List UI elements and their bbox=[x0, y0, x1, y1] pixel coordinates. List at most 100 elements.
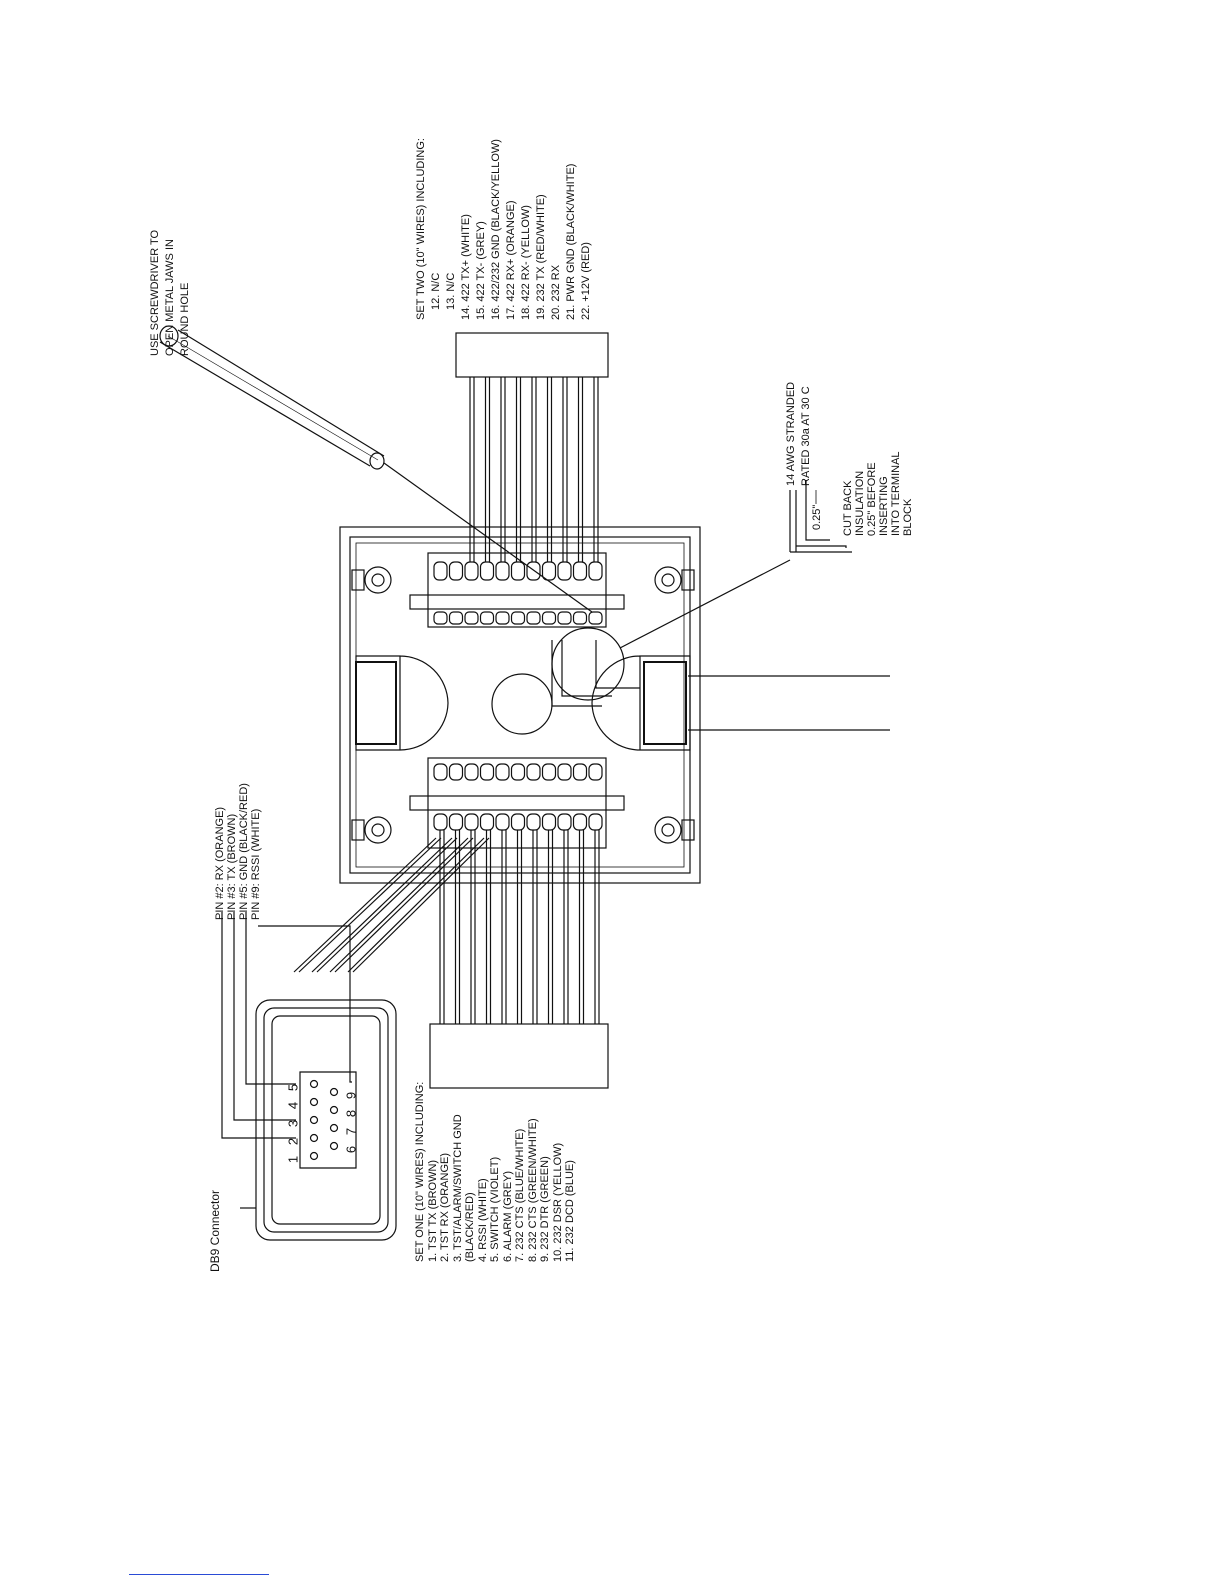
set-two-item: 21. PWR GND (BLACK/WHITE) bbox=[565, 163, 577, 320]
terminal-screw bbox=[495, 813, 510, 831]
set-one-item: 9. 232 DTR (GREEN) bbox=[539, 1156, 551, 1262]
cutback-note: CUT BACK INSULATION 0.25" BEFORE INSERTI… bbox=[842, 451, 914, 536]
screwdriver-note-line: OPEN METAL JAWS IN bbox=[164, 239, 176, 356]
set-one-item: 10. 232 DSR (YELLOW) bbox=[551, 1142, 564, 1262]
wire bbox=[298, 837, 442, 973]
terminal-screw bbox=[588, 813, 603, 831]
terminal-screw bbox=[495, 611, 510, 625]
pin-hole bbox=[329, 1105, 339, 1115]
set-one-item: 5. SWITCH (VIOLET) bbox=[489, 1156, 501, 1262]
left-knockout bbox=[355, 655, 449, 751]
pin-hole bbox=[309, 1151, 319, 1161]
pin-hole bbox=[329, 1087, 339, 1097]
terminal-screw bbox=[510, 561, 526, 581]
terminal-screw bbox=[433, 813, 448, 831]
set-two-item: 12. N/C bbox=[430, 272, 442, 310]
cutback-note-line: 0.25" BEFORE bbox=[866, 462, 878, 536]
terminal-screw bbox=[464, 611, 479, 625]
db9-pin-number: 1 bbox=[285, 1155, 301, 1164]
right-knockout bbox=[591, 655, 691, 751]
terminal-screw bbox=[557, 611, 572, 625]
cutback-note-line: BLOCK bbox=[902, 498, 914, 536]
terminal-screw bbox=[526, 813, 541, 831]
terminal-screw bbox=[495, 561, 510, 581]
terminal-screw bbox=[510, 763, 526, 781]
db9-shell bbox=[299, 1071, 357, 1169]
wire bbox=[293, 837, 437, 973]
db9-pin-number: 7 bbox=[343, 1127, 359, 1136]
db9-pin-label: PIN #3: TX (BROWN) bbox=[226, 813, 238, 920]
set-two-item: 15. 422 TX- (GREY) bbox=[475, 221, 487, 320]
wire bbox=[352, 837, 490, 973]
terminal-screw bbox=[479, 813, 495, 831]
screwdriver-note-line: ROUND HOLE bbox=[179, 282, 191, 356]
terminal-screw bbox=[479, 561, 495, 581]
set-one-item: 1. TST TX (BROWN) bbox=[426, 1159, 439, 1262]
dimension-value: 0.25" bbox=[811, 504, 823, 530]
top-terminal-block bbox=[409, 552, 625, 628]
terminal-screw bbox=[510, 611, 526, 625]
terminal-screw bbox=[588, 561, 603, 581]
terminal-screw bbox=[433, 763, 448, 781]
db9-pin-label: PIN #2: RX (ORANGE) bbox=[214, 806, 226, 920]
db9-title-text: DB9 Connector bbox=[208, 1189, 222, 1272]
set-two-list: SET TWO (10" WIRES) INCLUDING: 12. N/C 1… bbox=[414, 138, 594, 320]
terminal-screw bbox=[433, 561, 448, 581]
terminal-screw bbox=[557, 763, 572, 781]
db9-pin-list: PIN #2: RX (ORANGE) PIN #3: TX (BROWN) P… bbox=[214, 783, 262, 920]
set-two-wires bbox=[469, 377, 599, 562]
terminal-screw bbox=[448, 763, 464, 781]
cutback-note-line: INSERTING bbox=[878, 476, 890, 536]
db9-pin-number: 6 bbox=[343, 1145, 359, 1154]
set-two-item: 13. N/C bbox=[445, 272, 457, 310]
wire bbox=[329, 837, 469, 973]
terminal-screw bbox=[588, 763, 603, 781]
enclosure-inner bbox=[349, 536, 691, 874]
db9-pin-number: 5 bbox=[285, 1083, 301, 1092]
terminal-screw bbox=[557, 561, 572, 581]
terminal-screw bbox=[448, 561, 464, 581]
set-one-item: SET ONE (10" WIRES) INCLUDING: bbox=[414, 1081, 426, 1262]
screwdriver-icon bbox=[159, 325, 593, 613]
wire bbox=[334, 837, 474, 973]
set-one-item: 8. 232 CTS (GREEN/WHITE) bbox=[526, 1118, 539, 1262]
terminal-screw bbox=[448, 611, 464, 625]
terminal-screw bbox=[541, 561, 557, 581]
set-one-item: 4. RSSI (WHITE) bbox=[476, 1178, 489, 1262]
terminal-screw bbox=[572, 561, 588, 581]
db9-pin-number: 8 bbox=[343, 1109, 359, 1118]
terminal-screw bbox=[526, 561, 541, 581]
set-one-item: (BLACK/RED) bbox=[464, 1192, 476, 1262]
terminal-screw bbox=[464, 763, 479, 781]
center-hole bbox=[491, 673, 553, 735]
set-one-item: 2. TST RX (ORANGE) bbox=[439, 1152, 451, 1262]
set-one-item: 3. TST/ALARM/SWITCH GND bbox=[451, 1114, 464, 1262]
top-terminals bbox=[433, 561, 603, 625]
db9-pin-number: 9 bbox=[343, 1091, 359, 1100]
set-two-item: 19. 232 TX (RED/WHITE) bbox=[535, 194, 547, 320]
pin-hole bbox=[329, 1141, 339, 1151]
awg-note-line: RATED 30a AT 30 C bbox=[800, 386, 812, 486]
cutback-note-line: CUT BACK bbox=[842, 480, 854, 536]
dimension-label: 0.25" bbox=[810, 505, 825, 530]
screwdriver-note: USE SCREWDRIVER TO OPEN METAL JAWS IN RO… bbox=[148, 230, 193, 356]
terminal-screw bbox=[464, 813, 479, 831]
set-one-wires bbox=[439, 830, 600, 1024]
db9-pin-label: PIN #5: GND (BLACK/RED) bbox=[238, 783, 250, 920]
terminal-screw bbox=[557, 813, 572, 831]
set-one-connector bbox=[429, 1023, 609, 1089]
terminal-screw bbox=[541, 763, 557, 781]
set-two-item: 17. 422 RX+ (ORANGE) bbox=[505, 200, 517, 320]
terminal-screw bbox=[448, 813, 464, 831]
terminal-screw bbox=[572, 813, 588, 831]
terminal-screw bbox=[526, 611, 541, 625]
terminal-screw bbox=[572, 763, 588, 781]
db9-pin-number: 4 bbox=[285, 1101, 301, 1110]
terminal-screw bbox=[495, 763, 510, 781]
awg-note: 14 AWG STRANDED RATED 30a AT 30 C bbox=[784, 382, 814, 486]
cutback-note-line: INSULATION bbox=[854, 470, 866, 536]
set-one-item: 11. 232 DCD (BLUE) bbox=[564, 1160, 576, 1262]
terminal-screw bbox=[588, 611, 603, 625]
terminal-screw bbox=[572, 611, 588, 625]
